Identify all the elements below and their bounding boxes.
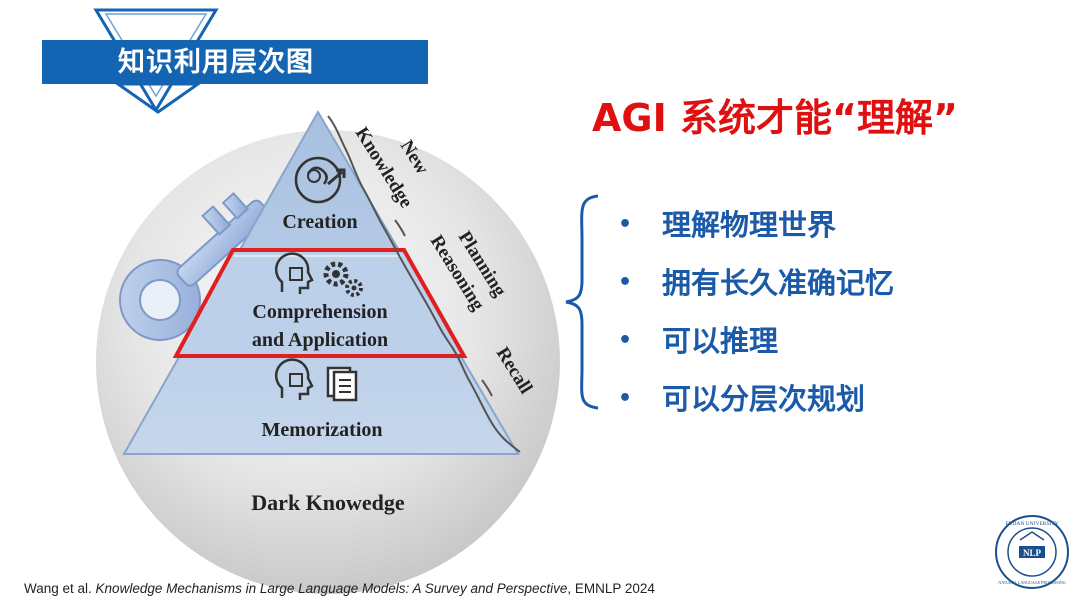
bullet-marker: • xyxy=(618,328,633,353)
document-icon xyxy=(326,366,358,402)
dark-knowledge-label: Dark Knowedge xyxy=(251,490,405,515)
key-icon xyxy=(119,191,270,341)
level-comprehension-label: Comprehension xyxy=(252,301,387,323)
head-circuit-icon xyxy=(274,252,314,294)
level-application-label: and Application xyxy=(252,329,388,351)
gears-icon xyxy=(323,261,363,297)
brace-icon xyxy=(565,194,599,410)
logo-ring-top: FUDAN UNIVERSITY xyxy=(1005,521,1058,527)
head-circuit-icon xyxy=(274,358,314,400)
bullet-text: 拥有长久准确记忆 xyxy=(662,266,895,300)
capability-list: • 理解物理世界 • 拥有长久准确记忆 • 可以推理 • 可以分层次规划 xyxy=(618,196,1038,426)
bullet-text: 可以推理 xyxy=(662,324,779,358)
fudan-nlp-logo: NLP FUDAN UNIVERSITY NATURAL LANGUAGE PR… xyxy=(995,515,1069,589)
list-item: • 可以分层次规划 xyxy=(618,370,1038,428)
list-item: • 理解物理世界 xyxy=(618,196,1038,254)
citation-authors: Wang et al. xyxy=(24,581,96,596)
bullet-text: 可以分层次规划 xyxy=(662,382,866,416)
logo-ring-bottom: NATURAL LANGUAGE PROCESSING xyxy=(998,580,1065,585)
bullet-text: 理解物理世界 xyxy=(662,208,837,242)
citation-paper-title: Knowledge Mechanisms in Large Language M… xyxy=(95,581,568,596)
logo-center-text: NLP xyxy=(1023,548,1042,558)
level-creation-label: Creation xyxy=(282,211,357,233)
list-item: • 拥有长久准确记忆 xyxy=(618,254,1038,312)
pyramid-side-brace xyxy=(327,115,521,453)
slide-title: 知识利用层次图 xyxy=(118,47,314,78)
banner-bar xyxy=(42,40,428,84)
knowledge-pyramid: Creation Comprehension and Application M… xyxy=(122,109,520,455)
level-memorization-label: Memorization xyxy=(261,419,382,441)
creation-head-icon xyxy=(294,156,346,204)
bullet-marker: • xyxy=(618,212,633,237)
comprehension-highlight-frame xyxy=(172,248,468,358)
bullet-marker: • xyxy=(618,386,633,411)
citation: Wang et al. Knowledge Mechanisms in Larg… xyxy=(24,579,924,599)
agi-heading: AGI 系统才能“理解” xyxy=(592,96,958,140)
header-banner xyxy=(42,8,428,114)
bullet-marker: • xyxy=(618,270,633,295)
citation-venue: , EMNLP 2024 xyxy=(567,581,655,596)
list-item: • 可以推理 xyxy=(618,312,1038,370)
